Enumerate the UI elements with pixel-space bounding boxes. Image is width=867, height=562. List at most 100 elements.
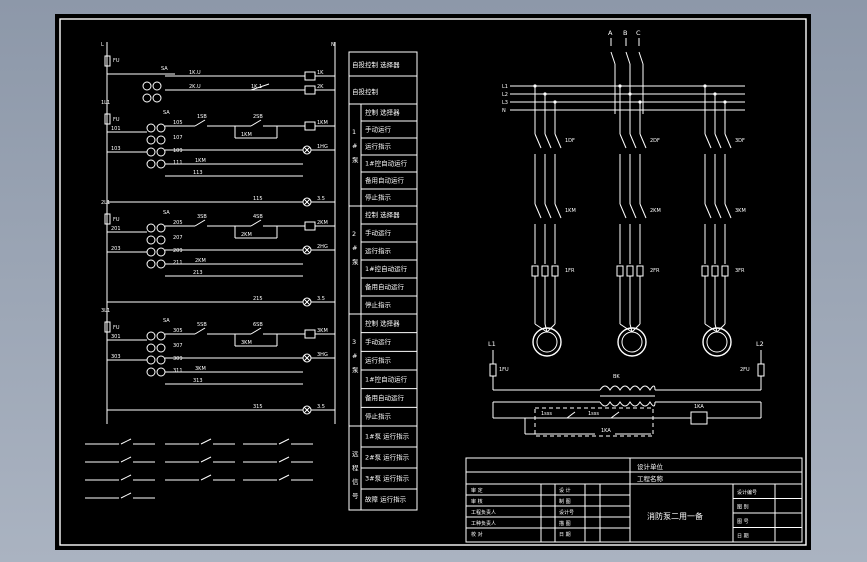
ctrl-lamp: 3HG xyxy=(317,352,328,358)
ctrl-node-2: 203 xyxy=(111,246,121,252)
bus-l1: L1 xyxy=(502,84,508,90)
breaker-label: 1DF xyxy=(565,138,575,144)
legend-row-6: 停止指示 xyxy=(365,193,392,202)
ctrl-input-label: 2L1 xyxy=(101,200,110,206)
svg-text:SA: SA xyxy=(161,66,168,72)
ctrl-fuse-label: FU xyxy=(113,217,120,223)
ctrl-stop-button: 1SB xyxy=(197,114,207,120)
ctrl-lamp: 2HG xyxy=(317,244,328,250)
legend-top-2: 自投控制 xyxy=(352,87,379,96)
ctrl-node-8: 315 xyxy=(253,404,263,410)
legend-side-char: 泵 xyxy=(352,258,359,266)
legend-row-4: 1#控自动运行 xyxy=(365,159,408,168)
breaker-label: 3DF xyxy=(735,138,745,144)
tx-contact: 1KA xyxy=(601,428,611,434)
ctrl-input-label: 3L1 xyxy=(101,308,110,314)
tx-switch-2: 1sss xyxy=(588,411,599,417)
legend-row-4: 故障 运行指示 xyxy=(365,495,407,504)
ctrl-start-button: 4SB xyxy=(253,214,263,220)
ctrl-lamp: 1HG xyxy=(317,144,328,150)
legend-row-1: 控制 选择器 xyxy=(365,318,400,327)
inner-border xyxy=(59,18,807,546)
tx-fuse-r: 2FU xyxy=(740,367,750,373)
ctrl-relay-coil: 3KM xyxy=(317,328,328,334)
tb-mid-row-1: 设 计 xyxy=(559,487,571,494)
legend-row-1: 控制 选择器 xyxy=(365,108,400,117)
legend-row-6: 停止指示 xyxy=(365,412,392,421)
ctrl-start-button: 2SB xyxy=(253,114,263,120)
tb-left-row-5: 校 对 xyxy=(471,531,483,538)
bus-l2: L2 xyxy=(502,92,508,98)
ctrl-output: 3.5 xyxy=(317,404,325,410)
thermal-label: 3FR xyxy=(735,268,745,274)
ctrl-node-5: 109 xyxy=(173,148,183,154)
ctrl-start-button: 6SB xyxy=(253,322,263,328)
tb-right-row-4: 日 期 xyxy=(737,534,749,540)
svg-text:2K.U: 2K.U xyxy=(189,84,201,90)
company-label: 设计单位 xyxy=(637,462,664,471)
phase-label-a: A xyxy=(608,29,613,37)
svg-text:1K: 1K xyxy=(317,70,324,76)
ctrl-node-5: 309 xyxy=(173,356,183,362)
svg-text:1K.U: 1K.U xyxy=(189,70,201,76)
tb-mid-row-2: 制 图 xyxy=(559,498,571,505)
ctrl-node-3: 305 xyxy=(173,328,183,334)
tb-mid-row-3: 设计号 xyxy=(559,509,574,516)
ctrl-output: 3.5 xyxy=(317,296,325,302)
ctrl-node-1: 301 xyxy=(111,334,121,340)
tx-relay: 1KA xyxy=(694,404,704,410)
breaker-label: 2DF xyxy=(650,138,660,144)
ctrl-node-7: 213 xyxy=(193,270,203,276)
ctrl-node-8: 115 xyxy=(253,196,263,202)
ctrl-fuse-label: FU xyxy=(113,117,120,123)
legend-row-5: 备用自动运行 xyxy=(365,282,405,291)
tb-left-row-4: 工种负责人 xyxy=(471,520,496,527)
ctrl-relay-coil: 1KM xyxy=(317,120,328,126)
legend-side-char: # xyxy=(352,244,357,252)
legend-side-char: 3 xyxy=(352,338,356,346)
ctrl-node-2: 303 xyxy=(111,354,121,360)
legend-row-5: 备用自动运行 xyxy=(365,176,405,185)
ctrl-node-5: 209 xyxy=(173,248,183,254)
tx-switch-1: 1sss xyxy=(541,411,552,417)
legend-side-char: 1 xyxy=(352,128,356,136)
svg-text:FU: FU xyxy=(113,58,120,64)
tb-right-row-2: 图 别 xyxy=(737,504,749,511)
ctrl-stop-button: 5SB xyxy=(197,322,207,328)
legend-row-6: 停止指示 xyxy=(365,300,392,309)
bus-l-label: L xyxy=(101,42,104,48)
ctrl-sa-label: SA xyxy=(163,318,170,324)
legend-row-5: 备用自动运行 xyxy=(365,393,405,402)
tb-mid-row-4: 描 图 xyxy=(559,520,571,527)
tx-fuse-l: 1FU xyxy=(499,367,509,373)
tb-left-row-1: 审 定 xyxy=(471,487,483,494)
ctrl-node-1: 201 xyxy=(111,226,121,232)
legend-row-4: 1#控自动运行 xyxy=(365,264,408,273)
legend-row-1: 1#泵 运行指示 xyxy=(365,432,410,441)
bus-n-label: N xyxy=(331,42,335,48)
power-circuit: A B C L1 L2 L3 N 1DF1KM1FR2DF2KM2FR3DF3K… xyxy=(488,29,765,437)
ctrl-hold-contact: 3KM xyxy=(241,340,252,346)
ctrl-node-2: 103 xyxy=(111,146,121,152)
ctrl-node-4: 307 xyxy=(173,343,183,349)
tb-left-row-2: 审 核 xyxy=(471,498,483,505)
drawing-title: 消防泵二用一备 xyxy=(647,511,703,521)
ctrl-node-4: 107 xyxy=(173,135,183,141)
ctrl-relay-coil: 2KM xyxy=(317,220,328,226)
ctrl-node-6: 311 xyxy=(173,368,183,374)
bus-n: N xyxy=(502,108,506,114)
tb-mid-row-5: 日 期 xyxy=(559,532,571,538)
ctrl-sa-label: SA xyxy=(163,210,170,216)
legend-side-char: # xyxy=(352,142,357,150)
legend-side-char: 号 xyxy=(352,492,359,500)
tx-right-label: L2 xyxy=(756,340,764,348)
legend-row-3: 运行指示 xyxy=(365,246,392,255)
